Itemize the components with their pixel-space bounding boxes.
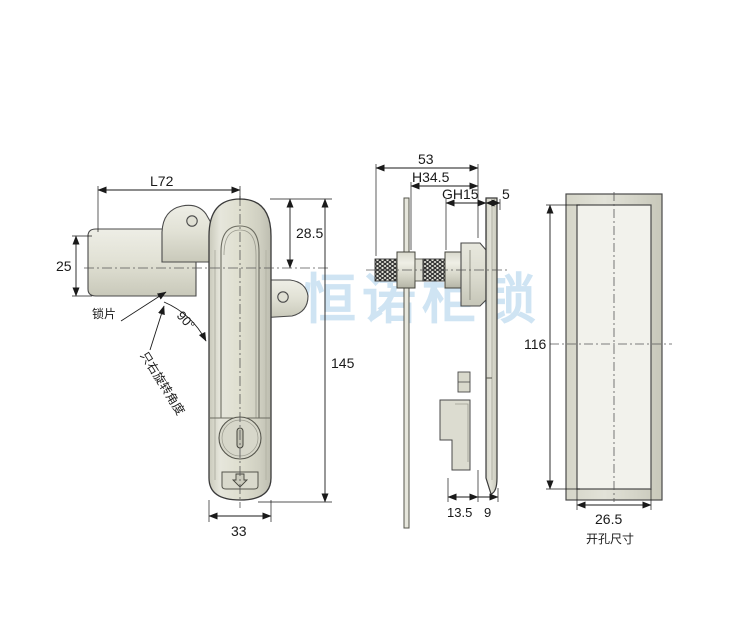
- dim-L72-label: L72: [150, 173, 174, 189]
- dim-cutout-width: 26.5: [576, 489, 652, 527]
- dim-285-label: 28.5: [296, 225, 323, 241]
- dim-135-label: 13.5: [447, 505, 472, 520]
- front-pivot-hole-lower: [277, 291, 289, 303]
- side-view: 53 H34.5 GH15 5 13.5 9: [366, 151, 510, 529]
- annotation-90deg-label: 90°: [174, 308, 198, 333]
- dim-h345: H34.5: [410, 169, 479, 250]
- cutout-view: 116 26.5 开孔尺寸: [524, 192, 672, 546]
- dim-cutout-height: 116: [524, 204, 580, 490]
- dim-gh15: GH15: [442, 186, 487, 250]
- front-view: L72 25 28.5 145 33: [56, 173, 355, 539]
- dim-front-thickness: 5: [485, 186, 510, 210]
- annotation-rotation-angle: 90°: [163, 301, 207, 342]
- dim-GH15-label: GH15: [442, 186, 479, 202]
- side-lock-body: [439, 242, 487, 471]
- dim-265-label: 26.5: [595, 511, 622, 527]
- dim-plate-height: 25: [56, 235, 92, 297]
- cutout-label: 开孔尺寸: [586, 532, 634, 546]
- front-pivot-hole-upper: [186, 215, 198, 227]
- dim-total-depth: 53: [375, 151, 479, 256]
- dim-5-label: 5: [502, 186, 510, 202]
- dim-body-width: 33: [208, 500, 272, 539]
- dim-9-label: 9: [484, 505, 491, 520]
- side-handle-profile: [485, 197, 498, 495]
- side-door-panel: [403, 197, 410, 529]
- dim-53-label: 53: [418, 151, 434, 167]
- dim-total-height: 145: [258, 198, 355, 503]
- annotation-lock-plate: 锁片: [92, 291, 167, 322]
- annotation-rotation-label-text: 只右旋转角度: [137, 349, 188, 418]
- dim-145-label: 145: [331, 355, 355, 371]
- dim-33-label: 33: [231, 523, 247, 539]
- front-pivot-arm-upper: [161, 204, 219, 263]
- dim-25-label: 25: [56, 258, 72, 274]
- dim-top-offset: 28.5: [270, 198, 323, 269]
- dim-handle-length: L72: [97, 173, 241, 232]
- dim-H345-label: H34.5: [412, 169, 450, 185]
- dim-116-label: 116: [524, 336, 547, 352]
- annotation-lock-plate-label: 锁片: [92, 306, 116, 321]
- dim-bottom-depths: 13.5 9: [447, 470, 499, 520]
